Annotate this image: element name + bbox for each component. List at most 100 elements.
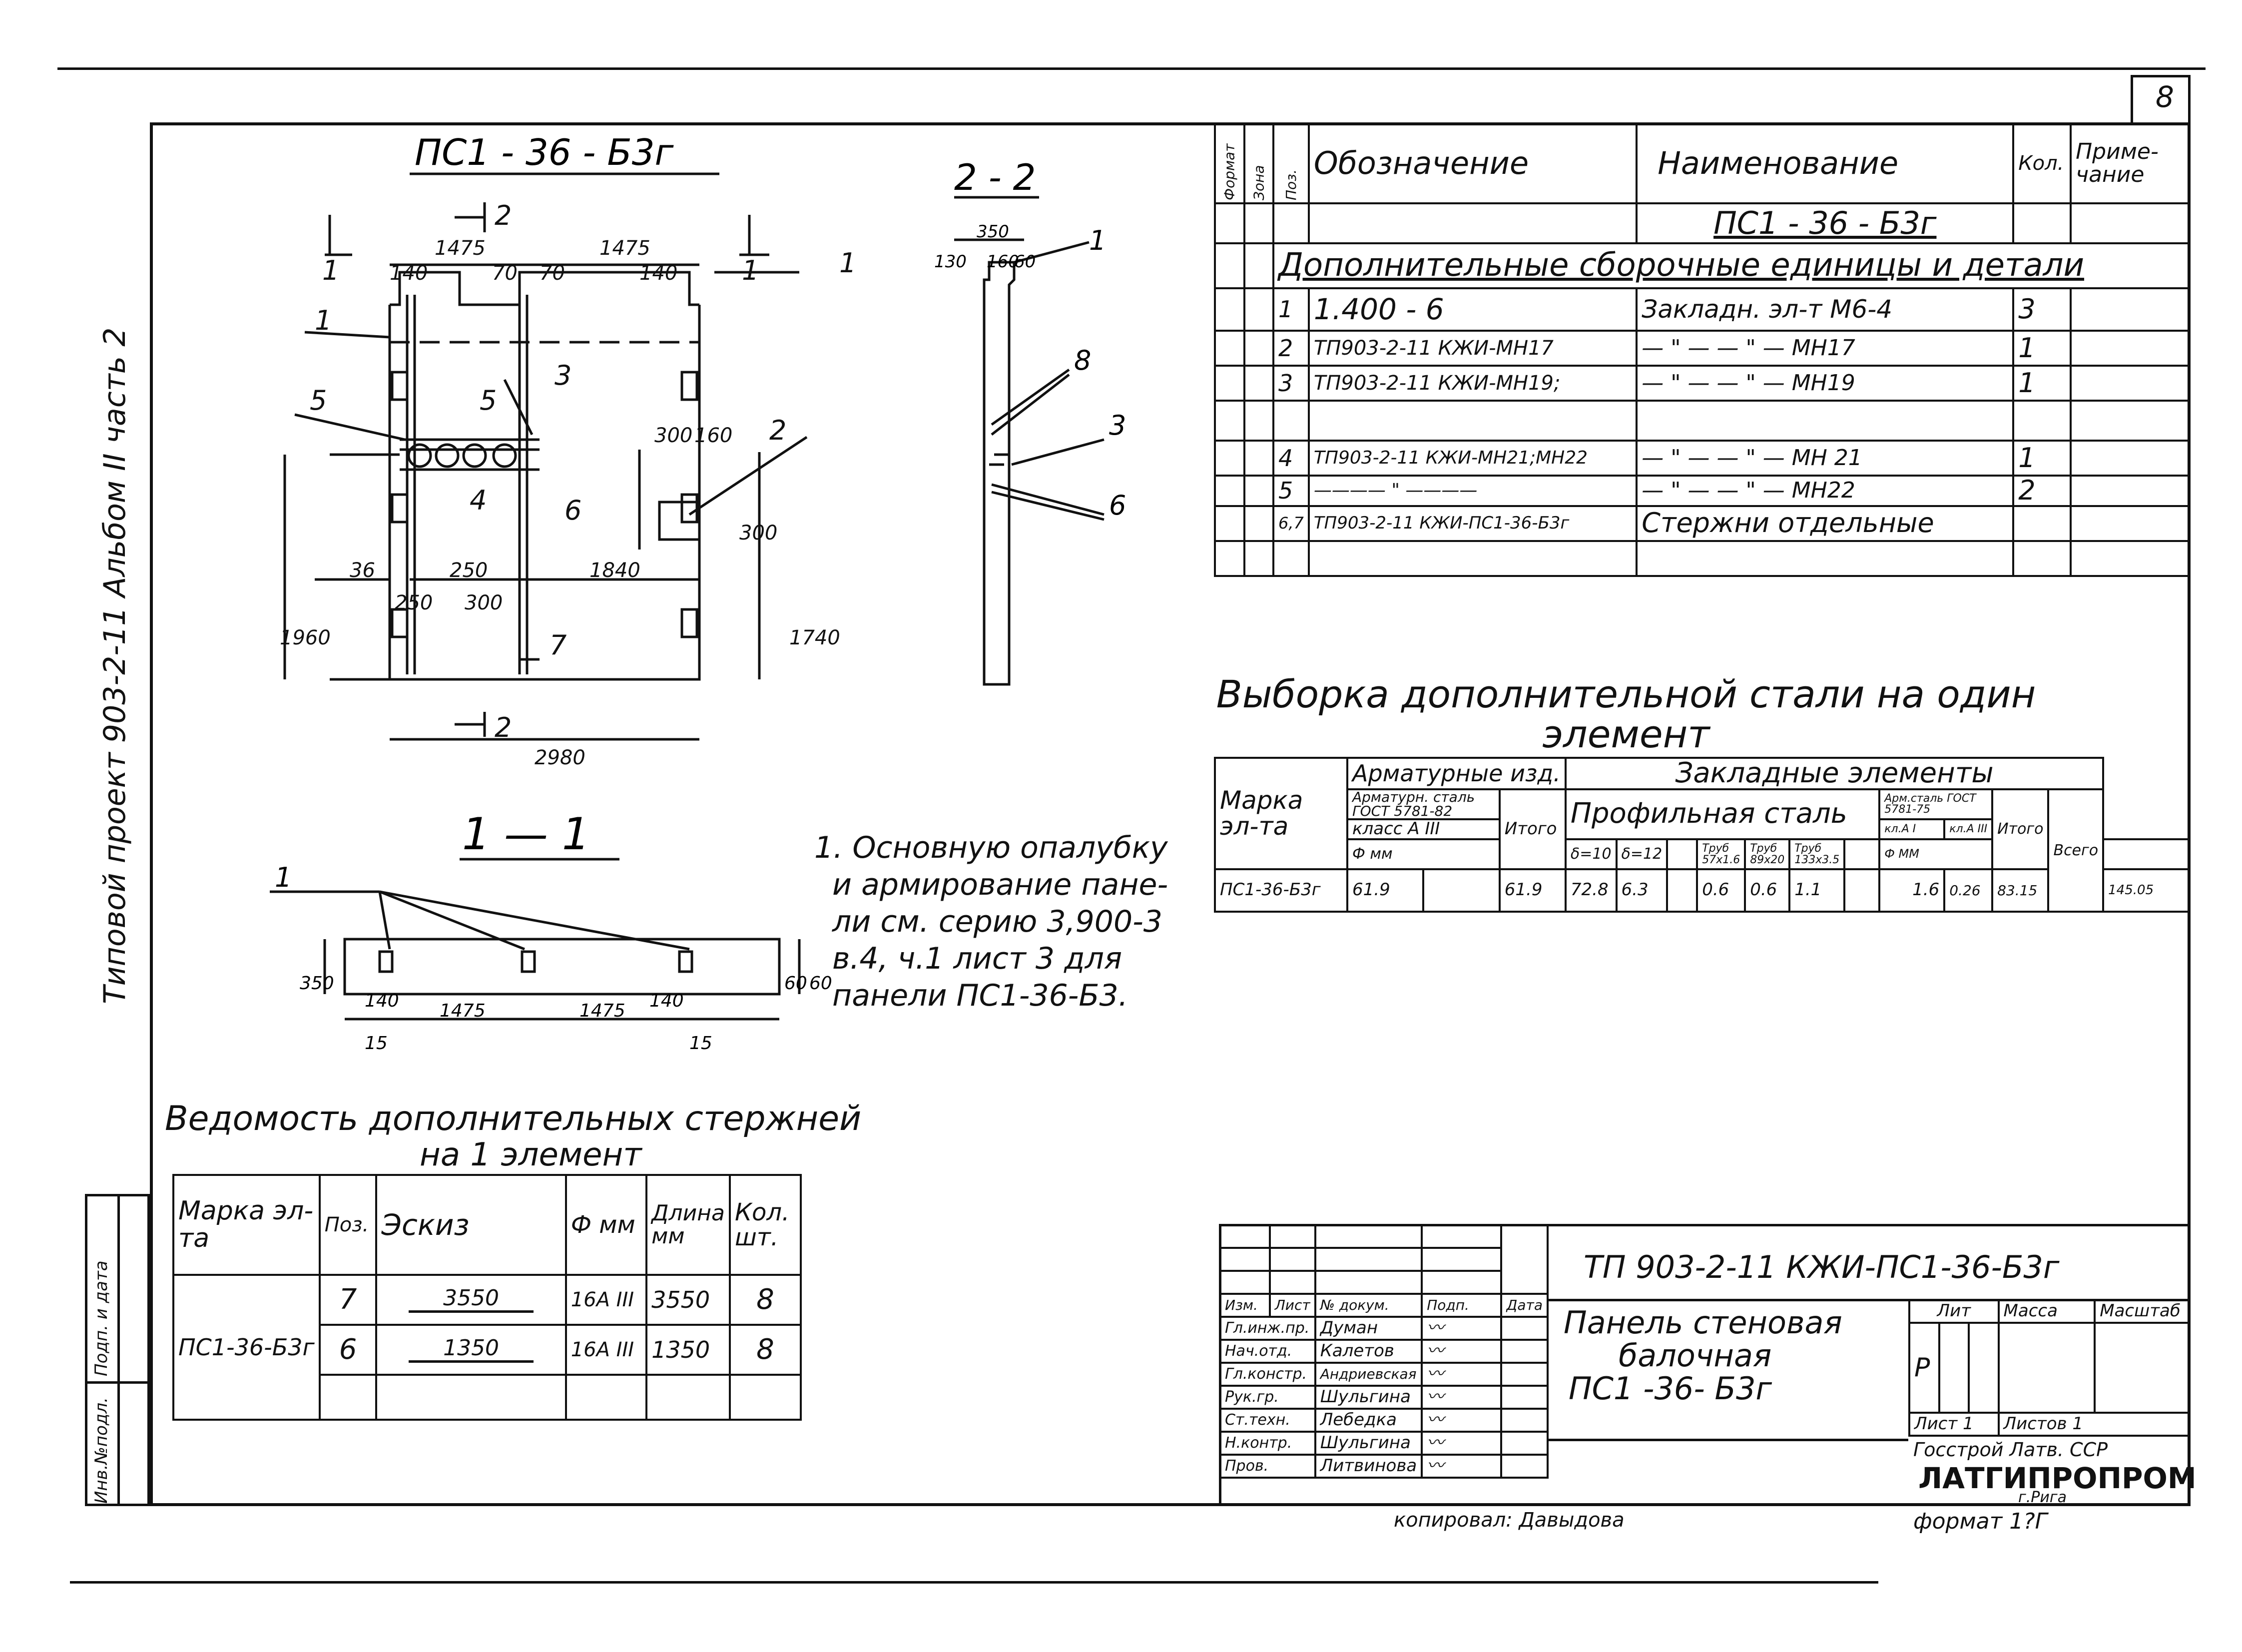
rods-title: Ведомость дополнительных стержней (165, 1099, 862, 1138)
mark-header: Марка эл-та (1214, 757, 1348, 870)
rods-col-pos: Поз. (318, 1174, 378, 1276)
org-2: ЛАТГИПРОПРОМ (1918, 1461, 2197, 1495)
sheet-label: Лист 1 (1908, 1412, 2000, 1437)
val-t57: 0.6 (1696, 868, 1746, 913)
scale-label: Масштаб (2094, 1299, 2191, 1324)
rods-table: Марка эл-та Поз. Эскиз Ф мм Длина мм Кол… (172, 1174, 802, 1421)
row-pos: 6,7 (1272, 505, 1310, 542)
dim: 36 (350, 559, 375, 582)
dim: 250 (395, 591, 433, 614)
title-code-rule (1549, 1299, 2191, 1301)
row-code: ТП903-2-11 КЖИ-МН21;МН22 (1307, 440, 1638, 477)
mass-label: Масса (1997, 1299, 2096, 1324)
note-line: 1. Основную опалубку (814, 830, 1168, 865)
rods-pos: 6 (318, 1324, 378, 1376)
col-qty: Кол. (2012, 122, 2072, 204)
rods-col-sketch: Эскиз (375, 1174, 567, 1276)
title-name-line: ПС1 -36- Б3г (1569, 1370, 1772, 1407)
steel-title: Выборка дополнительной стали на один эле… (1216, 672, 2036, 756)
row-name: Закладн. эл-т М6-4 (1636, 287, 2015, 332)
spec-section: Дополнительные сборочные единицы и детал… (1272, 242, 2191, 289)
row-name: — " — — " — МН 21 (1636, 440, 2015, 477)
prof-header: Профильная сталь (1564, 788, 1881, 840)
bottom-rule (70, 1581, 1878, 1584)
pos-label: 4 (470, 485, 487, 516)
note-line: в.4, ч.1 лист 3 для (832, 941, 1122, 976)
rods-qty: 8 (728, 1274, 802, 1326)
pos-label: 7 (550, 629, 566, 661)
hdr-doc: № докум. (1314, 1293, 1423, 1318)
row-qty: 1 (2012, 330, 2072, 367)
row-mark: ПС1-36-Б3г (1214, 868, 1348, 913)
dim: 140 (390, 262, 428, 285)
org-1: Госстрой Латв. ССР (1913, 1439, 2108, 1461)
pos-label: 1 (275, 862, 292, 893)
row-pos: 4 (1272, 440, 1310, 477)
itogo-2: Итого (1991, 788, 2050, 870)
pos-label: 3 (555, 360, 571, 391)
col-d12: δ=12 (1615, 838, 1669, 870)
drawing-title: ПС1 - 36 - Б3г (415, 131, 674, 173)
dim: 130 (934, 252, 967, 272)
sheet-number: 8 (2156, 80, 2174, 114)
row-qty: 3 (2012, 287, 2072, 332)
row-pos: 1 (1272, 287, 1310, 332)
col-d10: δ=10 (1564, 838, 1618, 870)
dim: 1960 (280, 626, 331, 649)
rods-qty: 8 (728, 1324, 802, 1376)
arm2-class-1: кл.А I (1878, 818, 1946, 840)
row-code: ТП903-2-11 КЖИ-МН17 (1307, 330, 1638, 367)
rods-d: 16А III (564, 1274, 648, 1326)
val-a10: 0.26 (1943, 868, 1994, 913)
arm2-class-2: кл.А III (1943, 818, 1994, 840)
sheet-number-box (2131, 75, 2191, 125)
dim: 60 (809, 973, 832, 994)
stage: Р (1908, 1322, 1940, 1414)
arm-d: Ф мм (1346, 838, 1501, 870)
person: Литвинова (1314, 1454, 1423, 1479)
dim: 70 (492, 262, 518, 285)
note: 1. Основную опалубку и армирование пане-… (814, 829, 1168, 1014)
row-pos: 5 (1272, 475, 1310, 507)
side-label: Типовой проект 903-2-11 Альбом II часть … (97, 327, 132, 1004)
section-1-1: 1 — 1 1 350 60 60 140 1475 1475 140 15 1… (270, 808, 832, 1054)
dim: 160 (694, 424, 732, 447)
section-title: 2 - 2 (954, 156, 1036, 198)
row-name: — " — — " — МН17 (1636, 330, 2015, 367)
rods-col-len: Длина мм (645, 1174, 731, 1276)
dim: 15 (689, 1033, 712, 1054)
signature: 〰 (1421, 1454, 1503, 1479)
hdr-izm: Изм. (1219, 1293, 1271, 1318)
panel-drawing: ПС1 - 36 - Б3г 1475 1475 140 70 70 140 1… (280, 131, 856, 769)
dim: 140 (649, 991, 684, 1011)
role: Рук.гр. (1219, 1385, 1316, 1410)
title-roles: Изм. Лист № докум. Подп. Дата Гл.инж.пр.… (1219, 1224, 1549, 1479)
drawing-frame (150, 122, 2191, 1506)
dim: 1840 (589, 559, 640, 582)
row-code: ТП903-2-11 КЖИ-ПС1-36-Б3г (1307, 505, 1638, 542)
val-itogo2: 83.15 (1991, 868, 2050, 913)
title-code: ТП 903-2-11 КЖИ-ПС1-36-Б3г (1584, 1249, 2060, 1285)
dim: 60 (1014, 252, 1036, 272)
copied-by: копировал: Давыдова (1394, 1509, 1625, 1532)
row-qty: 1 (2012, 440, 2072, 477)
dim: 15 (365, 1033, 388, 1054)
lit-label: Лит (1908, 1299, 2000, 1324)
rods-col-qty: Кол. шт. (728, 1174, 802, 1276)
val-a16: 61.9 (1346, 868, 1425, 913)
row-code: ———— " ———— (1307, 475, 1638, 507)
rods-sketch: 1350 (409, 1337, 534, 1363)
col-format: Формат (1215, 123, 1244, 203)
note-line: ли см. серию 3,900-3 (832, 904, 1162, 939)
title-name-line: Панель стеновая (1564, 1304, 1842, 1341)
dim: 1740 (789, 626, 840, 649)
hdr-sign: Подп. (1421, 1293, 1503, 1318)
rods-d: 16А III (564, 1324, 648, 1376)
dim: 70 (540, 262, 565, 285)
arm-class: класс А III (1346, 818, 1501, 840)
col-name: Наименование (1636, 122, 2015, 204)
row-pos: 2 (1272, 330, 1310, 367)
col-pos: Поз. (1273, 123, 1309, 203)
section-title: 1 — 1 (462, 808, 590, 860)
